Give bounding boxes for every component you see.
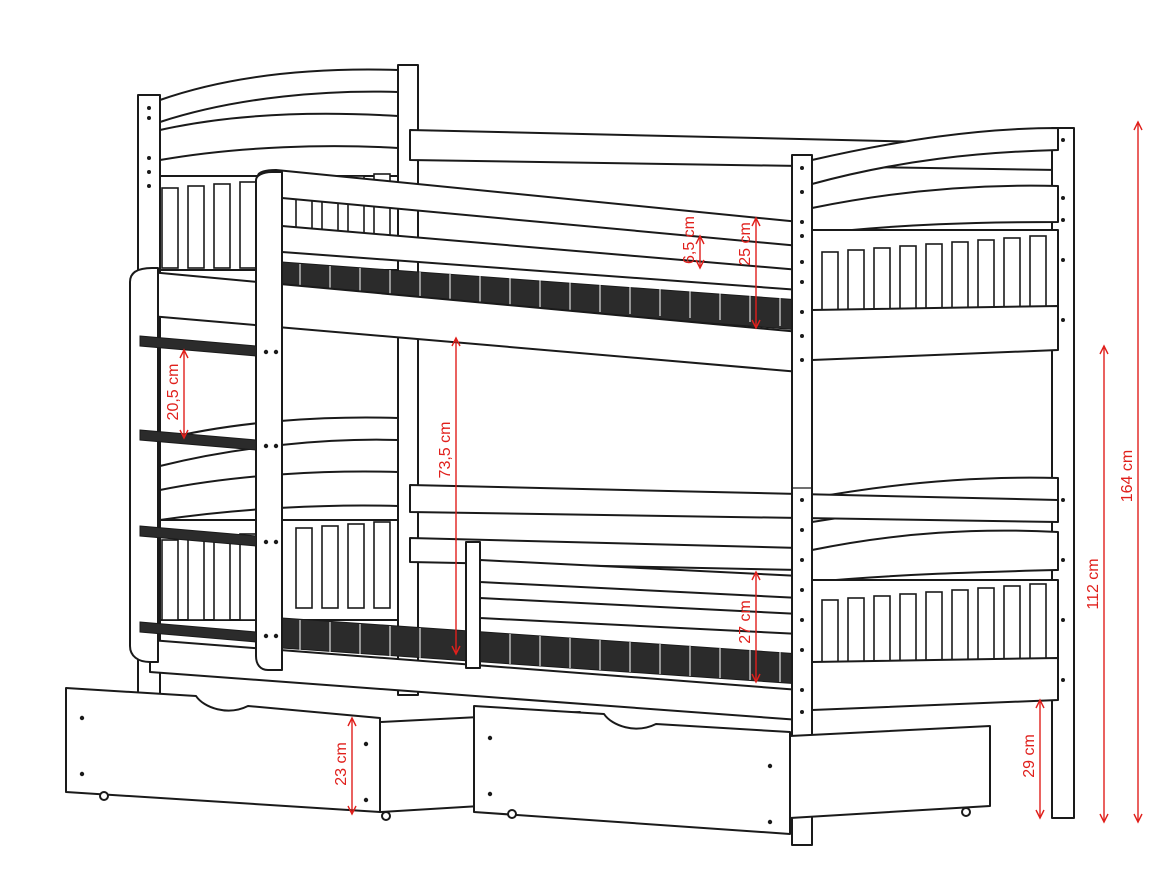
svg-text:6,5 cm: 6,5 cm (681, 216, 698, 264)
lower-footboard (811, 476, 1059, 711)
dimension-lower-frame-height: 29 cm (1021, 698, 1045, 820)
dimension-upper-guard-height: 25 cm (737, 216, 761, 330)
drawer-right (473, 705, 991, 835)
post-holes-left (147, 106, 151, 188)
ladder (129, 171, 283, 671)
dimension-upper-gap: 6,5 cm (681, 216, 705, 270)
svg-text:23 cm: 23 cm (333, 742, 350, 786)
lower-back-rail (409, 484, 1059, 571)
dimension-bed-clearance: 73,5 cm (437, 336, 461, 656)
lower-safety-guard (465, 541, 801, 669)
svg-text:29 cm: 29 cm (1021, 734, 1038, 778)
front-right-post (791, 154, 813, 846)
dimension-upper-bed-height: 112 cm (1085, 344, 1109, 824)
dimension-total-height: 164 cm (1119, 120, 1143, 824)
svg-text:112 cm: 112 cm (1085, 558, 1102, 609)
svg-text:164 cm: 164 cm (1119, 450, 1136, 502)
dimension-drawer-height: 23 cm (333, 716, 357, 816)
svg-text:73,5 cm: 73,5 cm (437, 422, 454, 479)
svg-text:25 cm: 25 cm (737, 222, 754, 266)
svg-text:20,5 cm: 20,5 cm (165, 364, 182, 421)
ladder-rungs (139, 335, 257, 643)
dimension-ladder-rung-spacing: 20,5 cm (165, 348, 189, 440)
svg-text:27 cm: 27 cm (737, 600, 754, 644)
post-holes-right (1061, 138, 1065, 682)
upper-footboard (811, 127, 1059, 361)
dimension-lower-guard-height: 27 cm (737, 570, 761, 684)
